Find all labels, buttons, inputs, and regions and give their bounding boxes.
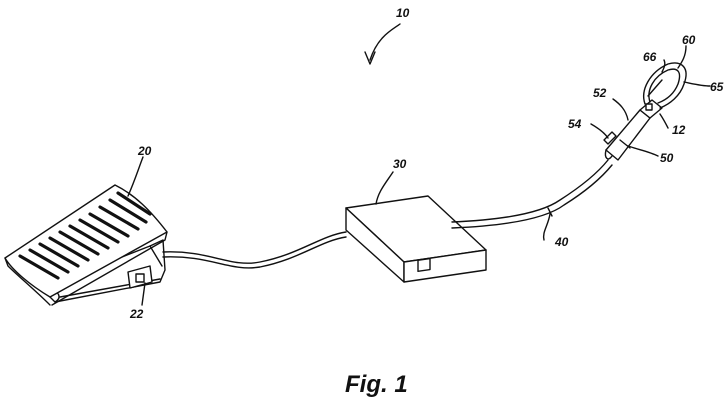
label-system: 10 — [396, 6, 410, 20]
wire-loop — [644, 63, 686, 108]
label-switch: 22 — [129, 307, 144, 321]
handpiece — [604, 100, 662, 160]
label-pedal: 20 — [137, 144, 152, 158]
label-loop-wire: 65 — [710, 80, 724, 94]
label-handpiece: 50 — [660, 151, 674, 165]
console-port — [418, 259, 430, 272]
handpiece-cable — [452, 160, 612, 228]
pedal-cable — [163, 232, 346, 268]
label-button: 54 — [568, 117, 582, 131]
label-loop: 60 — [682, 33, 696, 47]
label-loop-arm: 66 — [643, 50, 657, 64]
label-cable: 40 — [554, 235, 569, 249]
console-box — [346, 196, 486, 282]
label-tip: 12 — [672, 123, 686, 137]
label-console: 30 — [393, 157, 407, 171]
label-grip: 52 — [593, 86, 607, 100]
foot-pedal — [5, 185, 167, 305]
figure-caption: Fig. 1 — [345, 371, 408, 398]
